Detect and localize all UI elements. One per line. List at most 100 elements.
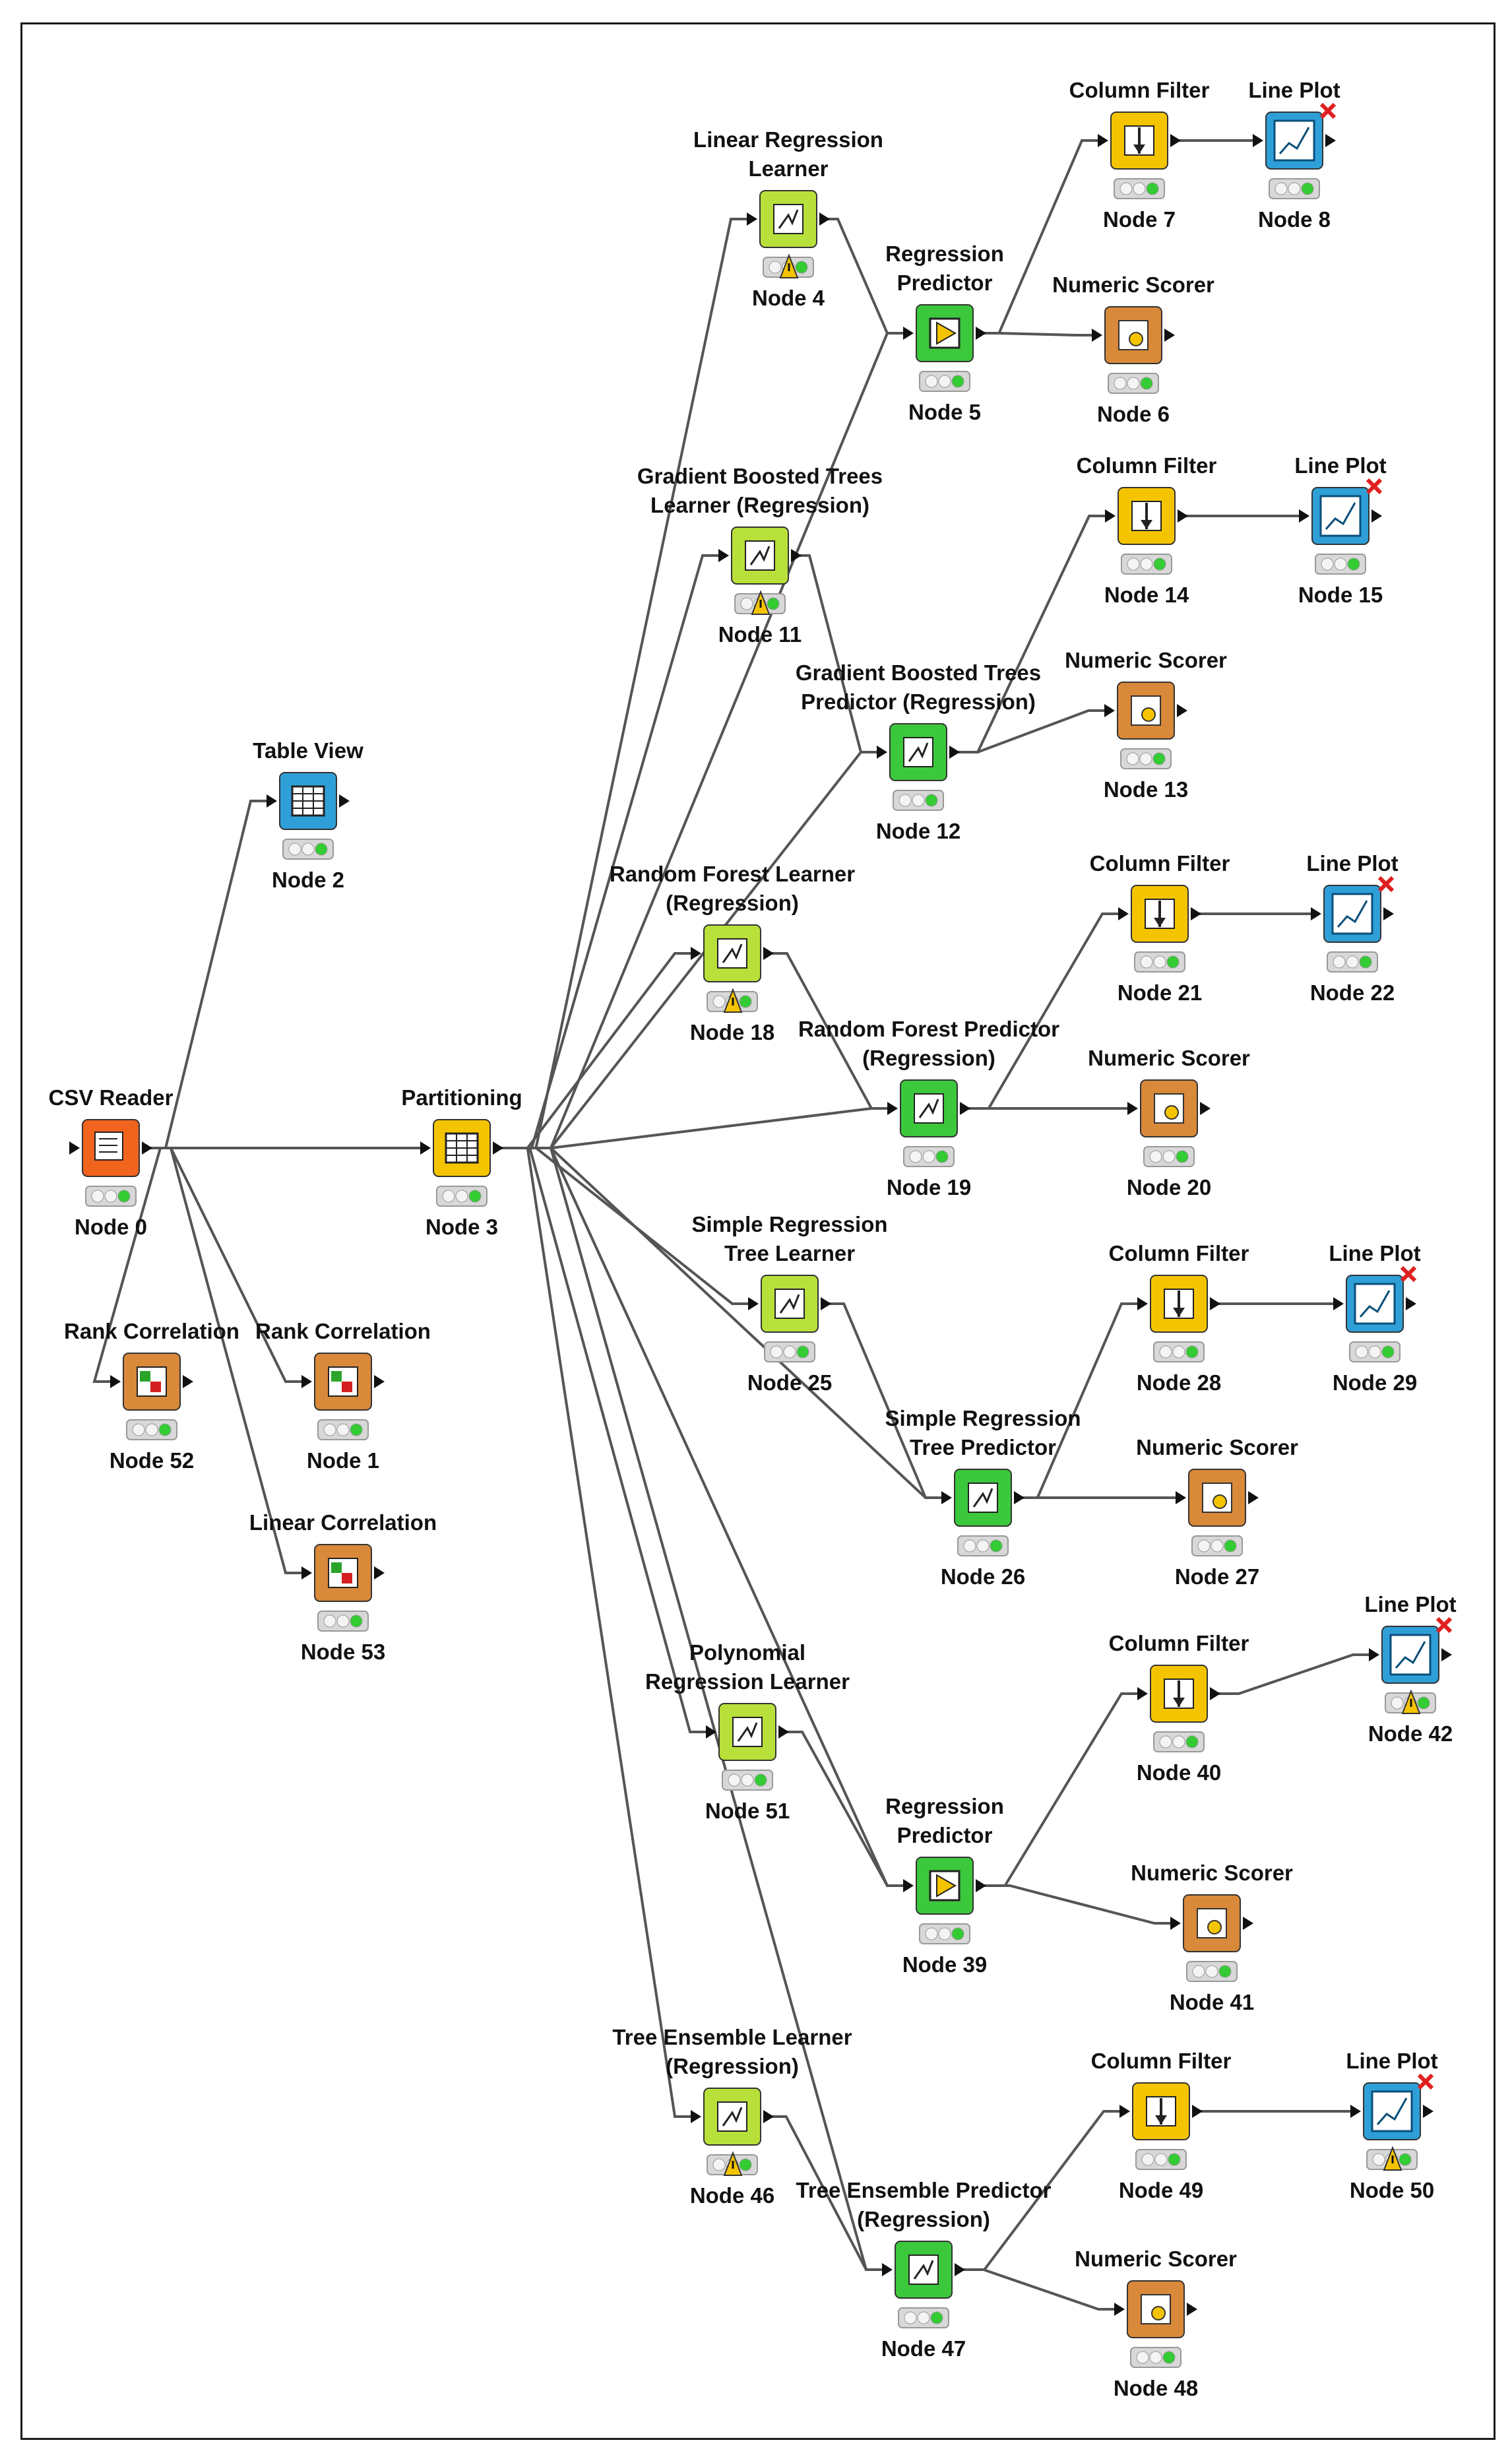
input-port[interactable] [747,212,757,226]
output-port[interactable] [1248,1491,1259,1504]
input-port[interactable] [69,1141,80,1155]
input-port[interactable] [1119,2105,1130,2118]
output-port[interactable] [1210,1687,1220,1700]
input-port[interactable] [1118,907,1129,920]
output-port[interactable] [1423,2105,1433,2118]
connection-n47-n48[interactable] [960,2268,1118,2311]
output-port[interactable] [763,2110,774,2123]
connection-n39-n41[interactable] [981,1884,1174,1925]
connection-n12-n14[interactable] [955,515,1109,753]
output-port[interactable] [821,1297,831,1310]
input-port[interactable] [1137,1687,1148,1700]
output-port[interactable] [183,1375,193,1388]
input-port[interactable] [748,1297,759,1310]
input-port[interactable] [110,1375,121,1388]
output-port[interactable] [1441,1648,1452,1661]
input-port[interactable] [1092,329,1102,342]
output-port[interactable] [955,2263,965,2276]
connection-n0-n53[interactable] [147,1147,305,1574]
connection-n11-n12[interactable] [796,554,881,753]
output-port[interactable] [339,794,350,808]
connection-n26-n28[interactable] [1019,1302,1141,1499]
input-port[interactable] [903,327,914,340]
output-port[interactable] [1191,907,1201,920]
output-port[interactable] [1187,2303,1197,2316]
output-port[interactable] [791,549,802,562]
input-port[interactable] [420,1141,431,1155]
connection-n12-n13[interactable] [955,709,1108,753]
input-port[interactable] [1176,1491,1186,1504]
connection-n4-n5[interactable] [825,218,907,335]
input-port[interactable] [1253,134,1263,147]
output-port[interactable] [1192,2105,1203,2118]
input-port[interactable] [1137,1297,1148,1310]
input-port[interactable] [1369,1648,1379,1661]
output-port[interactable] [763,947,774,960]
input-port[interactable] [1333,1297,1344,1310]
input-port[interactable] [877,746,887,759]
output-port[interactable] [1164,329,1175,342]
output-port[interactable] [1178,509,1188,523]
output-port[interactable] [976,1879,986,1892]
connection-n3-n18[interactable] [498,952,695,1149]
input-port[interactable] [903,1879,914,1892]
output-port[interactable] [1383,907,1394,920]
output-port[interactable] [374,1566,385,1580]
workflow-node-n19[interactable]: Random Forest Predictor(Regression)Node … [798,1017,1059,1199]
input-port[interactable] [1350,2105,1361,2118]
input-port[interactable] [267,794,277,808]
output-port[interactable] [819,212,830,226]
output-port[interactable] [142,1141,152,1155]
connection-n39-n40[interactable] [981,1692,1141,1887]
connection-n5-n7[interactable] [981,139,1102,335]
input-port[interactable] [882,2263,893,2276]
connection-n25-n26[interactable] [826,1302,945,1499]
output-port[interactable] [1243,1917,1253,1930]
output-port[interactable] [778,1725,789,1739]
output-port[interactable] [1014,1491,1024,1504]
input-port[interactable] [718,549,729,562]
connection-n5-n6[interactable] [981,332,1096,336]
connection-n19-n21[interactable] [965,912,1122,1110]
input-port[interactable] [691,2110,701,2123]
output-port[interactable] [374,1375,385,1388]
workflow-node-n18[interactable]: Random Forest Learner(Regression)Node 18 [610,862,855,1044]
input-port[interactable] [706,1725,716,1739]
connection-n46-n47[interactable] [769,2115,886,2271]
workflow-node-n47[interactable]: Tree Ensemble Predictor(Regression)Node … [796,2178,1052,2361]
workflow-node-n46[interactable]: Tree Ensemble Learner(Regression)Node 46 [612,2025,852,2208]
output-port[interactable] [1170,134,1181,147]
input-port[interactable] [1105,509,1116,523]
input-port[interactable] [1299,509,1309,523]
output-port[interactable] [1406,1297,1416,1310]
connection-n40-n42[interactable] [1215,1653,1373,1695]
input-port[interactable] [941,1491,952,1504]
output-port[interactable] [1371,509,1382,523]
connection-n51-n39[interactable] [784,1731,907,1887]
connection-n3-n11[interactable] [498,554,722,1149]
output-port[interactable] [960,1102,970,1115]
connection-n3-n46[interactable] [498,1147,695,2118]
output-port[interactable] [1200,1102,1211,1115]
